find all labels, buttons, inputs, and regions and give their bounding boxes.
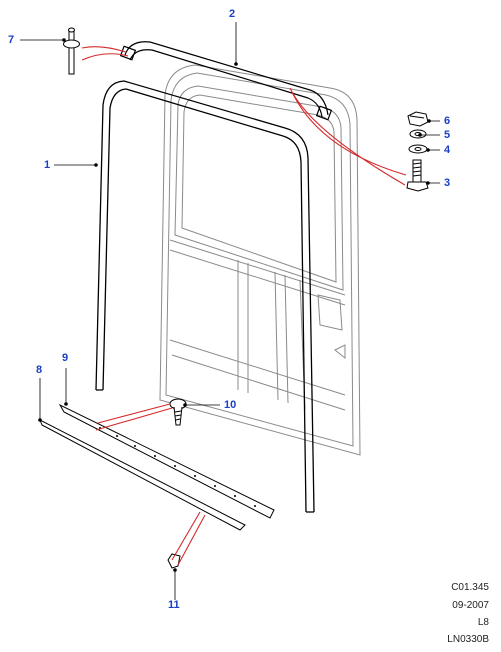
door-seal (95, 80, 315, 513)
callout-6: 6 (444, 115, 451, 127)
leader-dots (38, 38, 431, 572)
highlight-lines (81, 46, 407, 566)
callout-5: 5 (444, 129, 451, 141)
ref-code: C01.345 (451, 582, 489, 593)
callout-10: 10 (224, 399, 237, 411)
clip (167, 553, 181, 569)
grab-handle (119, 41, 333, 121)
callout-1: 1 (44, 159, 51, 171)
ref-model: L8 (477, 617, 489, 628)
callout-11: 11 (168, 599, 180, 611)
callout-4: 4 (444, 144, 451, 156)
callout-3: 3 (444, 177, 451, 189)
rivet (63, 27, 80, 75)
leader-lines (20, 22, 440, 600)
ref-illustration-id: LN0330B (447, 634, 489, 645)
door-frame (159, 64, 361, 456)
callout-7: 7 (8, 34, 15, 46)
callout-2: 2 (229, 8, 236, 20)
sill-strips (39, 403, 275, 531)
callout-8: 8 (36, 364, 43, 376)
screw (169, 398, 187, 426)
bolt-stack (406, 111, 429, 192)
callout-9: 9 (62, 352, 69, 364)
ref-date: 09-2007 (452, 600, 489, 611)
